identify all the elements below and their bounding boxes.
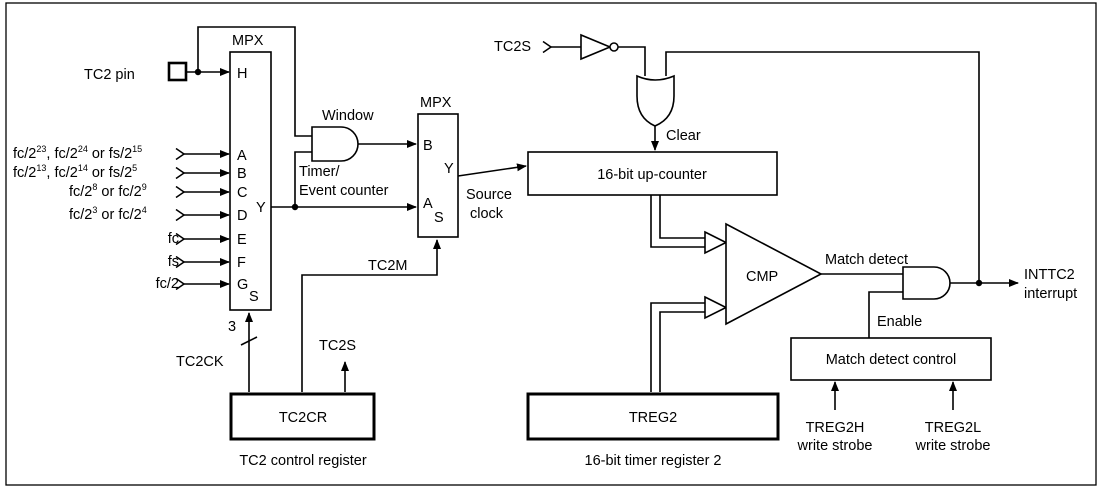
match-detect-label: Match detect <box>825 252 908 268</box>
clock-label: clock <box>470 206 504 222</box>
treg2h-label: TREG2H <box>806 420 865 436</box>
treg2l-strobe-label: write strobe <box>915 438 991 454</box>
tc2ck-label: TC2CK <box>176 354 224 370</box>
cmp-comparator <box>725 222 823 326</box>
enable-label: Enable <box>877 314 922 330</box>
treg2-register <box>526 392 780 441</box>
match-detect-control-box <box>790 337 992 381</box>
clock-input-a: fc/223, fc/224 or fs/215 <box>13 144 142 162</box>
window-and-gate <box>311 126 359 162</box>
tc2cr-register <box>229 392 376 441</box>
mux1-title: MPX <box>232 33 264 49</box>
cmp-label: CMP <box>746 269 778 285</box>
tc2cr-caption: TC2 control register <box>239 453 366 469</box>
tc2m-wire <box>301 239 441 392</box>
mux1-port-d: D <box>237 208 247 224</box>
interrupt-label: interrupt <box>1024 286 1077 302</box>
treg2h-strobe-label: write strobe <box>797 438 873 454</box>
up-counter-label: 16-bit up-counter <box>597 167 707 183</box>
interrupt-feedback-wire <box>665 51 980 283</box>
mux2-port-a: A <box>423 196 433 212</box>
mux1-port-e: E <box>237 232 247 248</box>
tc2s-inverter-bubble <box>609 42 619 52</box>
tc2s-top-label: TC2S <box>494 39 531 55</box>
tc2ck-bus-slash <box>240 336 258 346</box>
mux1-port-s: S <box>249 289 259 305</box>
tc2s-inverter <box>580 33 613 61</box>
tc2-pin-window-wire <box>197 26 312 137</box>
mux1-port-y: Y <box>256 200 266 216</box>
mux2-port-s: S <box>434 210 444 226</box>
treg2-bus <box>650 295 728 392</box>
treg2l-label: TREG2L <box>925 420 981 436</box>
interrupt-junction <box>975 279 983 287</box>
tc2m-label: TC2M <box>368 258 407 274</box>
clock-input-c: fc/28 or fc/29 <box>69 182 147 200</box>
mux1-port-g: G <box>237 277 248 293</box>
source-label: Source <box>466 187 512 203</box>
mux1-y-to-and <box>294 151 312 207</box>
mux2-port-b: B <box>423 138 433 154</box>
treg2-label: TREG2 <box>629 410 677 426</box>
clear-label: Clear <box>666 128 701 144</box>
mux2-title: MPX <box>420 95 452 111</box>
clock-input-g: fc/2 <box>156 276 179 292</box>
tc2-pin-label: TC2 pin <box>84 67 135 83</box>
enable-wire <box>868 291 903 338</box>
mux1-port-f: F <box>237 255 246 271</box>
tc2cr-label: TC2CR <box>279 410 327 426</box>
clock-input-b: fc/213, fc/214 or fs/25 <box>13 163 137 181</box>
diagram-frame <box>5 2 1097 486</box>
inverter-to-or <box>618 46 646 76</box>
mux1-port-b: B <box>237 166 247 182</box>
clock-input-d: fc/23 or fc/24 <box>69 205 147 223</box>
tc2ck-width: 3 <box>228 319 236 335</box>
tc2-pin-pad <box>167 61 188 82</box>
tc2s-out-label: TC2S <box>319 338 356 354</box>
clock-input-f: fs <box>168 254 179 270</box>
mux1-port-c: C <box>237 185 247 201</box>
clock-input-wires <box>183 154 229 284</box>
mux1-box <box>229 51 272 311</box>
mux1-port-h: H <box>237 66 247 82</box>
clock-input-e: fc <box>168 231 179 247</box>
up-counter-box <box>527 151 778 196</box>
event-counter-label: Event counter <box>299 183 389 199</box>
timer-label: Timer/ <box>299 164 341 180</box>
mux1-port-a: A <box>237 148 247 164</box>
inttc2-label: INTTC2 <box>1024 267 1075 283</box>
match-detect-control-label: Match detect control <box>826 352 957 368</box>
mux2-port-y: Y <box>444 161 454 177</box>
enable-and-gate <box>902 266 951 300</box>
window-label: Window <box>322 108 374 124</box>
source-clock-wire <box>457 163 527 177</box>
counter-bus <box>650 195 728 255</box>
clear-or-gate <box>636 74 675 127</box>
treg2-caption: 16-bit timer register 2 <box>585 453 722 469</box>
